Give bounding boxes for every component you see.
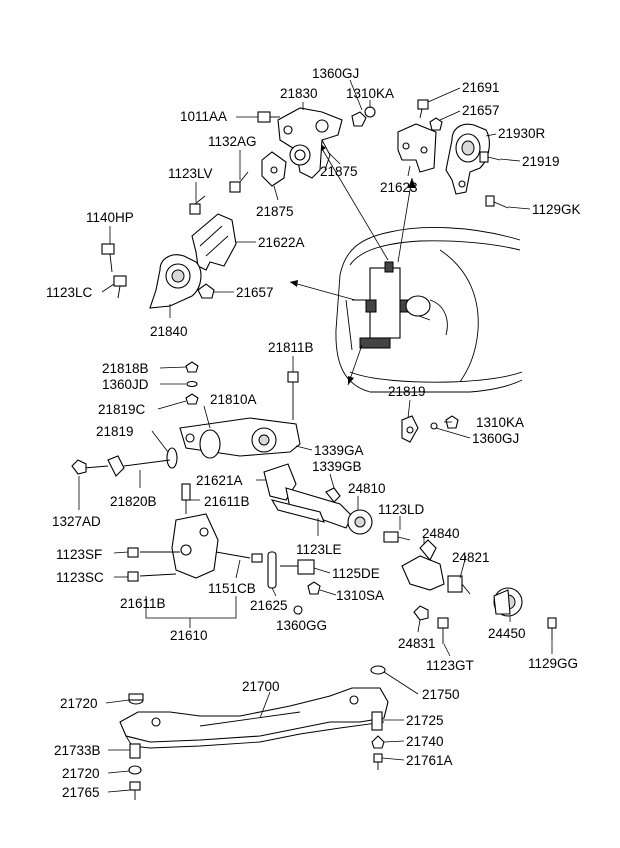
- bolts-center: [71, 361, 459, 477]
- bolts-left: [101, 243, 215, 299]
- bushing-24810: [325, 487, 411, 543]
- label-24831: 24831: [398, 636, 436, 651]
- label-21657: 21657: [236, 285, 274, 300]
- label-1339GA: 1339GA: [314, 443, 364, 458]
- label-1151CB: 1151CB: [208, 581, 256, 596]
- label-1310SA: 1310SA: [336, 588, 384, 603]
- crossmember-21700: [119, 687, 389, 749]
- label-24840: 24840: [422, 526, 460, 541]
- label-21930R: 21930R: [498, 126, 546, 141]
- label-21919: 21919: [522, 154, 560, 169]
- label-1011AA: 1011AA: [180, 109, 227, 124]
- label-21840: 21840: [150, 324, 188, 339]
- mount-21810A: [179, 417, 301, 459]
- label-1360GJ: 1360GJ: [312, 66, 359, 81]
- reference-arrows: [289, 141, 416, 386]
- label-21765: 21765: [62, 785, 100, 800]
- label-1129GG: 1129GG: [528, 656, 578, 671]
- label-1125DE: 1125DE: [332, 566, 380, 581]
- leader-lines: [78, 79, 553, 793]
- label-21611B: 21611B: [204, 494, 250, 509]
- label-21720: 21720: [60, 696, 98, 711]
- label-21623: 21623: [380, 180, 418, 195]
- bolts-right-top: [417, 99, 509, 209]
- bolts-24831: [413, 605, 449, 644]
- label-21725: 21725: [406, 713, 444, 728]
- label-24450: 24450: [488, 626, 526, 641]
- bracket-21621A: [263, 463, 353, 529]
- label-21750: 21750: [422, 687, 460, 702]
- label-1123SC: 1123SC: [56, 570, 104, 585]
- label-1129GK: 1129GK: [532, 202, 581, 217]
- label-21691: 21691: [462, 80, 500, 95]
- label-24821: 24821: [452, 550, 490, 565]
- label-21720: 21720: [62, 766, 100, 781]
- label-21611B: 21611B: [120, 596, 166, 611]
- part-labels: 1360GJ 21830 1310KA 21691 1011AA 21657 2…: [46, 66, 581, 800]
- mount-21840: [149, 254, 202, 309]
- label-1360JD: 1360JD: [102, 377, 149, 392]
- crossmember-fasteners: [128, 665, 386, 800]
- bracket-21611B: [127, 483, 263, 582]
- label-1339GB: 1339GB: [312, 459, 362, 474]
- label-21818B: 21818B: [102, 361, 149, 376]
- label-21875: 21875: [320, 164, 358, 179]
- label-21811B: 21811B: [268, 340, 314, 355]
- label-21819: 21819: [96, 424, 134, 439]
- label-1132AG: 1132AG: [208, 134, 257, 149]
- bracket-21623: [397, 123, 437, 173]
- label-21625: 21625: [250, 598, 288, 613]
- label-1140HP: 1140HP: [86, 210, 134, 225]
- label-21819C: 21819C: [98, 402, 146, 417]
- label-1123LC: 1123LC: [46, 285, 93, 300]
- label-21819: 21819: [388, 384, 426, 399]
- label-1123SF: 1123SF: [56, 547, 102, 562]
- label-21761A: 21761A: [406, 753, 453, 768]
- label-21700: 21700: [242, 679, 280, 694]
- washer-21875: [261, 151, 287, 187]
- label-1310KA: 1310KA: [476, 415, 524, 430]
- label-1123LE: 1123LE: [296, 542, 342, 557]
- label-1123LV: 1123LV: [168, 166, 213, 181]
- mount-bracket-21830: [277, 107, 343, 179]
- label-1327AD: 1327AD: [52, 514, 101, 529]
- label-24810: 24810: [348, 481, 386, 496]
- label-21875: 21875: [256, 204, 294, 219]
- label-21622A: 21622A: [258, 235, 305, 250]
- label-21610: 21610: [170, 628, 208, 643]
- label-1123LD: 1123LD: [378, 502, 425, 517]
- bracket-21622A: [191, 213, 237, 271]
- label-1310KA: 1310KA: [346, 86, 394, 101]
- label-21740: 21740: [406, 734, 444, 749]
- label-1123GT: 1123GT: [426, 658, 474, 673]
- label-1360GJ: 1360GJ: [472, 431, 519, 446]
- label-1360GG: 1360GG: [276, 618, 327, 633]
- label-21820B: 21820B: [110, 494, 157, 509]
- bushing-24450: [493, 587, 557, 640]
- label-21830: 21830: [280, 86, 318, 101]
- label-21733B: 21733B: [54, 743, 101, 758]
- actuator-24840: [401, 539, 471, 595]
- label-21810A: 21810A: [210, 392, 257, 407]
- vehicle-inset-illustration: [335, 227, 523, 393]
- label-21621A: 21621A: [196, 473, 243, 488]
- mount-21930R: [445, 123, 490, 195]
- label-21657: 21657: [462, 103, 500, 118]
